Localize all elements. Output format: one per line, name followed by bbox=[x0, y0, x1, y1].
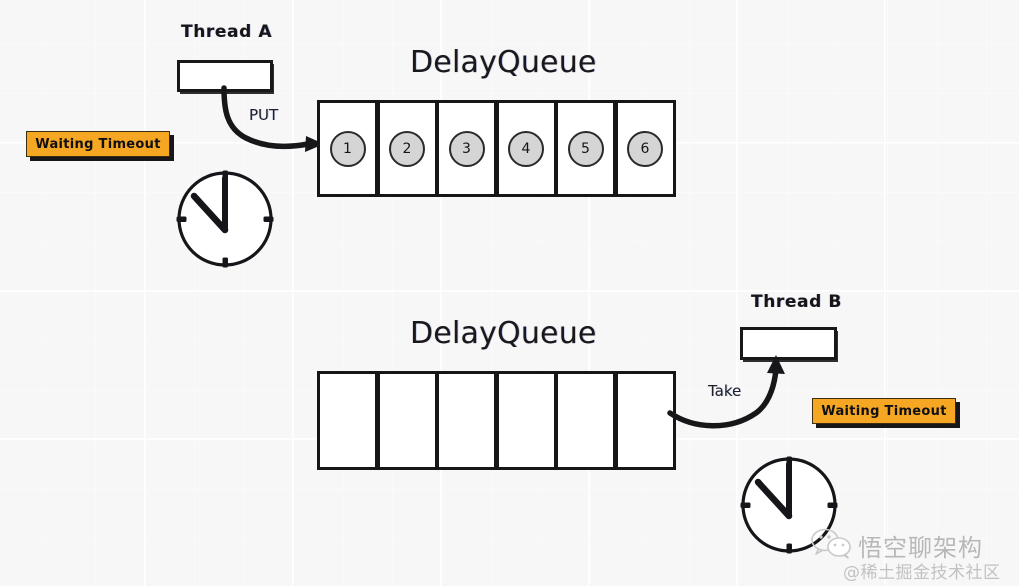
bottom-queue-title: DelayQueue bbox=[410, 316, 597, 351]
take-arrow bbox=[667, 355, 785, 429]
bottom-delay-queue bbox=[317, 371, 676, 470]
queue-token: 2 bbox=[389, 130, 425, 167]
watermark-platform: @稀土掘金技术社区 bbox=[843, 563, 1001, 583]
waiting-timeout-badge-a[interactable]: Waiting Timeout bbox=[26, 131, 170, 157]
queue-cell[interactable]: 5 bbox=[555, 100, 616, 197]
queue-cell[interactable]: 3 bbox=[436, 100, 497, 197]
queue-cell[interactable]: 6 bbox=[614, 100, 676, 197]
queue-token: 6 bbox=[627, 130, 663, 167]
thread-b-label: Thread B bbox=[751, 292, 842, 312]
queue-cell[interactable] bbox=[317, 371, 378, 470]
waiting-timeout-label: Waiting Timeout bbox=[35, 136, 161, 152]
queue-cell[interactable] bbox=[614, 371, 676, 470]
clock-icon-b bbox=[740, 456, 838, 554]
queue-cell[interactable] bbox=[555, 371, 616, 470]
waiting-timeout-label: Waiting Timeout bbox=[821, 403, 947, 419]
thread-b-box[interactable] bbox=[740, 327, 837, 360]
queue-cell[interactable]: 1 bbox=[317, 100, 378, 197]
clock-icon-a bbox=[176, 170, 274, 268]
queue-cell[interactable] bbox=[436, 371, 497, 470]
watermark-account-name: 悟空聊架构 bbox=[858, 534, 983, 562]
queue-cell[interactable] bbox=[495, 371, 557, 470]
queue-cell[interactable] bbox=[376, 371, 438, 470]
queue-token: 1 bbox=[329, 130, 366, 167]
wechat-icon bbox=[811, 528, 851, 559]
queue-token: 5 bbox=[567, 130, 604, 167]
put-arrow bbox=[221, 85, 324, 152]
queue-cell[interactable]: 4 bbox=[495, 100, 557, 197]
waiting-timeout-badge-b[interactable]: Waiting Timeout bbox=[812, 398, 956, 424]
queue-token: 4 bbox=[508, 130, 544, 167]
top-delay-queue: 1 2 3 4 5 6 bbox=[317, 100, 676, 197]
thread-a-label: Thread A bbox=[181, 22, 273, 42]
take-label: Take bbox=[708, 382, 742, 400]
top-queue-title: DelayQueue bbox=[410, 45, 597, 80]
put-label: PUT bbox=[249, 106, 279, 124]
queue-token: 3 bbox=[448, 130, 485, 167]
queue-cell[interactable]: 2 bbox=[376, 100, 438, 197]
